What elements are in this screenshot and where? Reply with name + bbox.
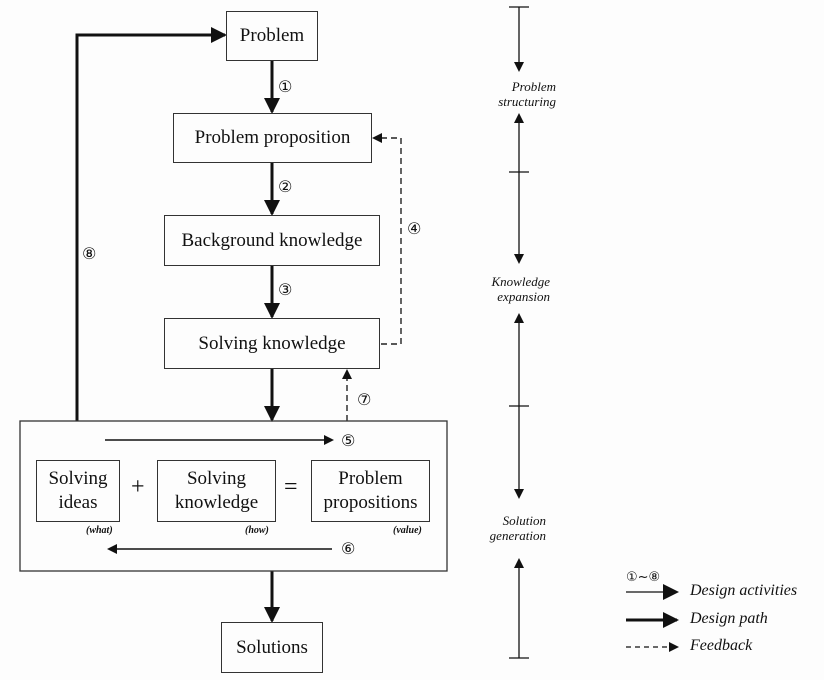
step-4-label: ④ <box>407 219 422 238</box>
phase-problem-structuring: Problem structuring <box>470 79 556 109</box>
phase-knowledge-expansion-line1: Knowledge <box>491 274 551 289</box>
legend-design-activities: Design activities <box>690 582 798 599</box>
step-8-label: ⑧ <box>82 244 97 263</box>
node-solutions-label: Solutions <box>236 636 308 658</box>
inner-solving-knowledge-line1: Solving <box>186 468 247 489</box>
node-problem-proposition: Problem proposition <box>173 113 372 163</box>
phase-scale <box>509 6 529 659</box>
legend-range-label: ①~⑧ <box>626 570 661 585</box>
inner-solving-knowledge: Solving knowledge <box>157 460 276 522</box>
inner-solving-ideas-line2: ideas <box>58 492 98 513</box>
tag-how: (how) <box>245 525 269 536</box>
inner-problem-propositions-line1: Problem <box>338 468 403 489</box>
inner-problem-propositions: Problem propositions <box>311 460 430 522</box>
node-problem: Problem <box>226 11 318 61</box>
step-5-label: ⑤ <box>341 431 356 450</box>
inner-solving-ideas: Solving ideas <box>36 460 120 522</box>
plus-sign: + <box>131 474 145 500</box>
phase-solution-generation: Solution generation <box>470 513 546 543</box>
legend-design-path: Design path <box>690 610 768 627</box>
feedback-4 <box>372 133 402 345</box>
node-background-knowledge: Background knowledge <box>164 215 380 266</box>
phase-solution-generation-line2: generation <box>489 528 546 543</box>
step-3-label: ③ <box>278 280 293 299</box>
solution-generation-box <box>19 420 448 572</box>
loop-path-8 <box>75 27 227 421</box>
phase-problem-structuring-line1: Problem <box>511 79 556 94</box>
step-1-label: ① <box>278 77 293 96</box>
node-solutions: Solutions <box>221 622 323 673</box>
legend-feedback: Feedback <box>690 637 753 654</box>
node-problem-label: Problem <box>239 25 305 46</box>
node-solving-knowledge-label: Solving knowledge <box>198 332 346 354</box>
tag-what: (what) <box>86 525 113 536</box>
phase-knowledge-expansion-line2: expansion <box>497 289 550 304</box>
step-7-label: ⑦ <box>357 390 372 409</box>
node-solving-knowledge: Solving knowledge <box>164 318 380 369</box>
tag-value: (value) <box>393 525 422 536</box>
phase-knowledge-expansion: Knowledge expansion <box>470 274 551 304</box>
step-6-label: ⑥ <box>341 539 356 558</box>
phase-problem-structuring-line2: structuring <box>498 94 556 109</box>
equals-sign: = <box>284 474 298 500</box>
inner-solving-ideas-line1: Solving <box>48 468 108 489</box>
node-background-knowledge-label: Background knowledge <box>181 229 363 251</box>
inner-solving-knowledge-line2: knowledge <box>174 492 259 513</box>
step-2-label: ② <box>278 177 293 196</box>
inner-problem-propositions-line2: propositions <box>323 492 418 513</box>
node-problem-proposition-label: Problem proposition <box>194 127 351 148</box>
phase-solution-generation-line1: Solution <box>502 513 546 528</box>
